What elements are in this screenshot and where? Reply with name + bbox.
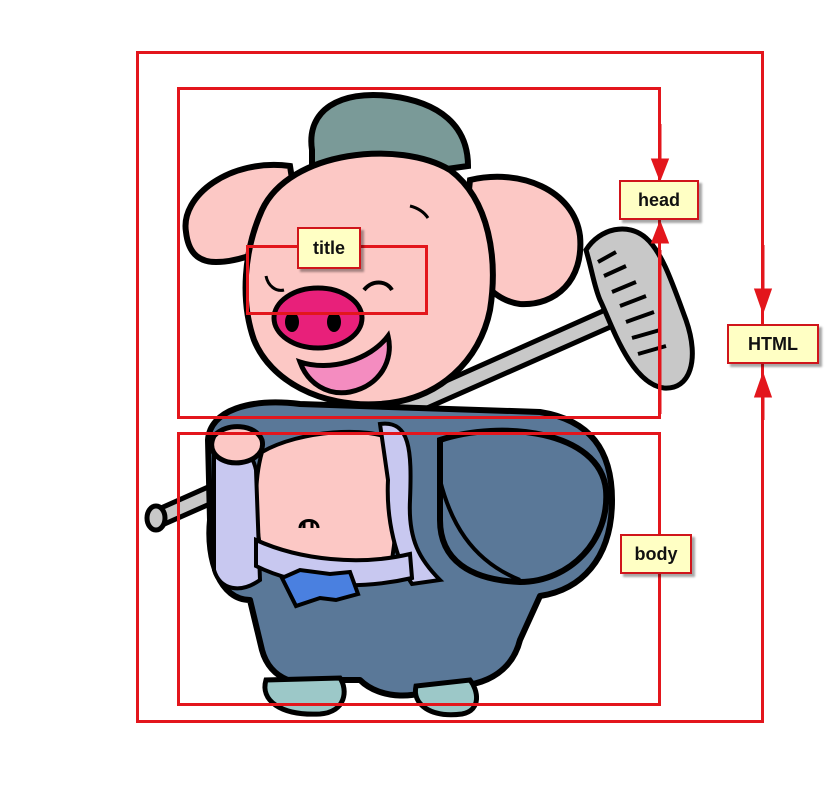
body-label: body <box>620 534 692 574</box>
html-label: HTML <box>727 324 819 364</box>
head-label: head <box>619 180 699 220</box>
pig-head <box>182 92 584 408</box>
pig-body <box>205 399 615 718</box>
title-label: title <box>297 227 361 269</box>
